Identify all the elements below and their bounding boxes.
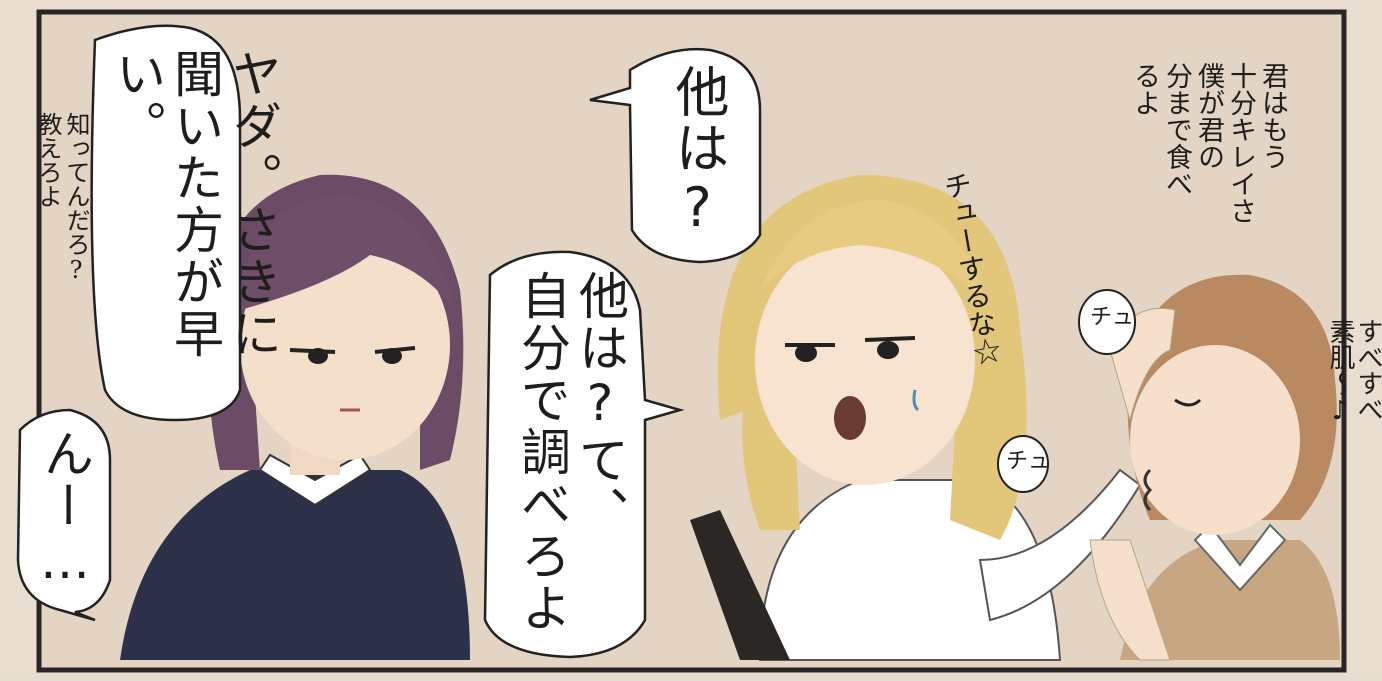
face [1130, 345, 1300, 535]
tan-vest [1120, 540, 1340, 660]
dialog-jibunde: 他は?て、 自分で調べろよ [513, 270, 629, 650]
bubble-chu-1 [1078, 289, 1136, 355]
pupil-right [382, 348, 402, 364]
closed-eye [1174, 398, 1202, 407]
sweat-drop [912, 389, 920, 412]
bubble-yada [90, 24, 242, 422]
bubble-jibunde [483, 250, 685, 659]
praying-hands [1089, 539, 1171, 661]
sfx-chu-1: チュ [1090, 305, 1135, 330]
sfx-chu-2: チュ [1006, 449, 1051, 474]
hair-top [760, 200, 985, 300]
bubble-nn [16, 408, 112, 622]
dialog-yada: ヤダ。さきに 聞いた方が早い。 [108, 48, 282, 408]
pupil-left [308, 348, 328, 364]
dark-bottle [690, 510, 790, 660]
aside-kimi-line1: 君はもう [1257, 62, 1288, 170]
aside-kimi-line2: 十分キレイさ [1225, 62, 1256, 224]
dialog-jibunde-line2: 自分で調べろよ [513, 270, 571, 634]
eye-right [864, 336, 916, 342]
face [755, 235, 975, 485]
aside-kimi-line5: るよ [1129, 62, 1160, 116]
navy-sweater [120, 470, 470, 660]
aside-subesube-line2: 素肌～♪ [1325, 318, 1355, 426]
character-right [1089, 274, 1340, 661]
aside-subesube-line1: すべすべ [1353, 318, 1382, 422]
dialog-yada-line1: ヤダ。さきに [224, 48, 282, 360]
aside-kimi-line3: 僕が君の [1193, 62, 1224, 170]
dialog-yada-line2: 聞いた方が早い。 [108, 48, 224, 360]
bubble-chu-2 [997, 435, 1049, 493]
kissy-mouth [1143, 468, 1153, 512]
aside-shitterundaro-line1: 知ってんだろ? [62, 112, 90, 284]
aside-shitterundaro-line2: 教えろよ [34, 112, 62, 208]
pupil-right [877, 341, 899, 359]
aside-shitterundaro: 知ってんだろ? 教えろよ [34, 112, 90, 332]
aside-subesube: すべすべ 素肌～♪ [1325, 318, 1382, 658]
character-left [120, 174, 470, 660]
dialog-jibunde-line1: 他は?て、 [571, 270, 629, 538]
dialog-hokawa: 他は? [666, 64, 729, 241]
aside-kimi-line4: 分まで食べ [1161, 62, 1192, 197]
character-center [690, 175, 1142, 661]
open-mouth [834, 396, 866, 440]
bangs [235, 195, 455, 310]
aside-kimi-wa-mou: 君はもう 十分キレイさ 僕が君の 分まで食べ るよ [1128, 62, 1288, 302]
bubble-hokawa [589, 47, 762, 264]
dialog-nn: んー… [36, 428, 94, 592]
pupil-left [795, 344, 817, 362]
